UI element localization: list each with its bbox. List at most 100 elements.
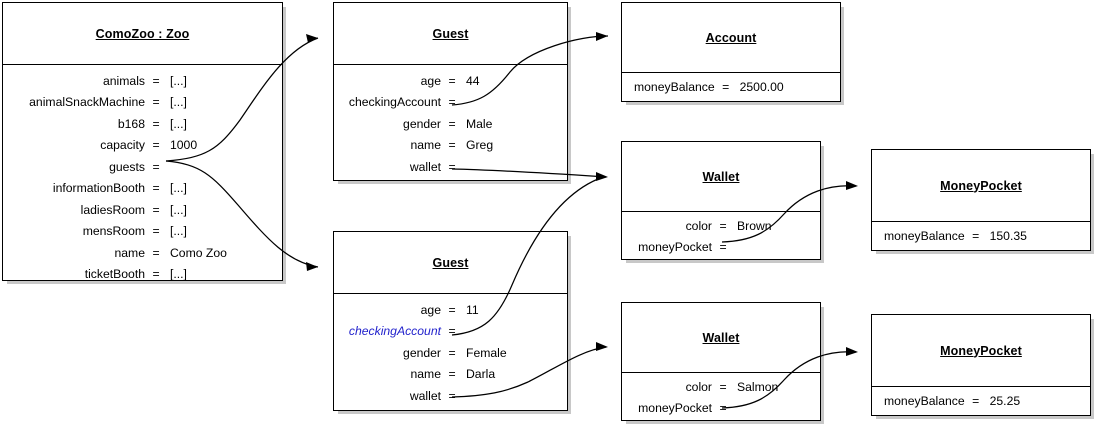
attribute-equals: = xyxy=(152,202,160,217)
attribute-row: gender = Female xyxy=(334,342,567,364)
attribute-name: moneyBalance xyxy=(884,394,965,408)
attribute-name: b168 xyxy=(117,116,145,131)
object-box-wallet2[interactable]: Wallet color = Salmon moneyPocket = xyxy=(621,302,821,421)
attribute-name: moneyBalance xyxy=(634,80,715,94)
attribute-name: wallet xyxy=(409,388,441,403)
attribute-row-checkingaccount: checkingAccount = xyxy=(334,92,567,114)
object-attributes-wallet1: color = Brown moneyPocket = xyxy=(622,212,820,263)
attribute-row: mensRoom = [...] xyxy=(3,221,282,243)
attribute-value: [...] xyxy=(170,224,187,239)
attribute-name: checkingAccount xyxy=(348,324,441,339)
attribute-equals: = xyxy=(152,73,160,88)
attribute-name: checkingAccount xyxy=(348,95,441,110)
attribute-row: color = Brown xyxy=(622,215,820,237)
attribute-equals: = xyxy=(448,388,456,403)
object-attributes-moneypocket1: moneyBalance = 150.35 xyxy=(872,222,1090,250)
attribute-equals: = xyxy=(448,367,456,382)
object-box-account[interactable]: Account moneyBalance = 2500.00 xyxy=(621,2,841,102)
object-attributes-guest2: age = 11 checkingAccount = gender = Fema… xyxy=(334,294,567,412)
attribute-equals: = xyxy=(152,116,160,131)
attribute-equals: = xyxy=(722,80,730,94)
attribute-name: name xyxy=(410,367,442,382)
object-title-moneypocket2: MoneyPocket xyxy=(940,343,1022,358)
attribute-row: name = Darla xyxy=(334,364,567,386)
attribute-name: name xyxy=(410,138,442,153)
attribute-value: [...] xyxy=(170,267,187,282)
attribute-row: animalSnackMachine = [...] xyxy=(3,92,282,114)
attribute-row: name = Como Zoo xyxy=(3,242,282,264)
attribute-name: animalSnackMachine xyxy=(29,95,145,110)
attribute-value: Como Zoo xyxy=(170,245,227,260)
attribute-row: ladiesRoom = [...] xyxy=(3,199,282,221)
attribute-equals: = xyxy=(719,218,727,233)
attribute-value: 150.35 xyxy=(989,229,1027,243)
attribute-equals: = xyxy=(972,394,980,408)
attribute-name: wallet xyxy=(409,159,441,174)
attribute-row: age = 44 xyxy=(334,70,567,92)
object-box-wallet1[interactable]: Wallet color = Brown moneyPocket = xyxy=(621,141,821,260)
attribute-name: moneyPocket xyxy=(638,401,712,416)
attribute-name: moneyPocket xyxy=(638,240,712,255)
attribute-value: 2500.00 xyxy=(739,80,784,94)
attribute-row-moneypocket: moneyPocket = xyxy=(622,398,820,420)
attribute-equals: = xyxy=(152,224,160,239)
attribute-row: moneyBalance = 25.25 xyxy=(872,390,1090,412)
attribute-equals: = xyxy=(719,401,727,416)
object-attributes-guest1: age = 44 checkingAccount = gender = Male… xyxy=(334,65,567,183)
attribute-row-wallet: wallet = xyxy=(334,156,567,178)
attribute-equals: = xyxy=(152,267,160,282)
object-title-zoo: ComoZoo : Zoo xyxy=(95,26,190,41)
attribute-name: moneyBalance xyxy=(884,229,965,243)
attribute-row: ticketBooth = [...] xyxy=(3,264,282,286)
attribute-value: Darla xyxy=(466,367,496,382)
object-box-moneypocket1[interactable]: MoneyPocket moneyBalance = 150.35 xyxy=(871,149,1091,251)
object-header-guest2: Guest xyxy=(334,232,567,294)
attribute-value: [...] xyxy=(170,202,187,217)
attribute-row-guests: guests = xyxy=(3,156,282,178)
attribute-value: 44 xyxy=(466,73,480,88)
attribute-equals: = xyxy=(448,345,456,360)
attribute-value: [...] xyxy=(170,181,187,196)
attribute-value: [...] xyxy=(170,73,187,88)
attribute-row: b168 = [...] xyxy=(3,113,282,135)
object-box-guest1[interactable]: Guest age = 44 checkingAccount = gender … xyxy=(333,2,568,181)
object-attributes-wallet2: color = Salmon moneyPocket = xyxy=(622,373,820,424)
object-title-wallet2: Wallet xyxy=(702,330,740,345)
object-header-account: Account xyxy=(622,3,840,73)
object-attributes-account: moneyBalance = 2500.00 xyxy=(622,73,840,101)
attribute-value: [...] xyxy=(170,116,187,131)
attribute-equals: = xyxy=(152,181,160,196)
attribute-value: Male xyxy=(466,116,493,131)
attribute-row: color = Salmon xyxy=(622,376,820,398)
object-title-moneypocket1: MoneyPocket xyxy=(940,178,1022,193)
object-box-guest2[interactable]: Guest age = 11 checkingAccount = gender … xyxy=(333,231,568,411)
object-title-account: Account xyxy=(705,30,757,45)
object-box-zoo[interactable]: ComoZoo : Zoo animals = [...] animalSnac… xyxy=(2,2,283,281)
attribute-value: Greg xyxy=(466,138,494,153)
attribute-name: age xyxy=(420,73,441,88)
object-attributes-zoo: animals = [...] animalSnackMachine = [..… xyxy=(3,65,282,290)
attribute-value: 11 xyxy=(466,302,479,317)
attribute-row: capacity = 1000 xyxy=(3,135,282,157)
attribute-name: capacity xyxy=(100,138,145,153)
attribute-equals: = xyxy=(448,73,456,88)
object-title-wallet1: Wallet xyxy=(702,169,740,184)
attribute-name: gender xyxy=(403,345,441,360)
object-header-zoo: ComoZoo : Zoo xyxy=(3,3,282,65)
attribute-equals: = xyxy=(448,159,456,174)
attribute-equals: = xyxy=(152,245,160,260)
attribute-name: ticketBooth xyxy=(84,267,145,282)
attribute-value: Salmon xyxy=(737,379,779,394)
attribute-equals: = xyxy=(719,240,727,255)
attribute-name: color xyxy=(685,379,712,394)
attribute-value: [...] xyxy=(170,95,187,110)
attribute-value: Female xyxy=(466,345,507,360)
object-box-moneypocket2[interactable]: MoneyPocket moneyBalance = 25.25 xyxy=(871,314,1091,416)
attribute-name: guests xyxy=(109,159,145,174)
object-header-guest1: Guest xyxy=(334,3,567,65)
attribute-equals: = xyxy=(448,116,456,131)
object-header-moneypocket2: MoneyPocket xyxy=(872,315,1090,387)
attribute-row: moneyBalance = 150.35 xyxy=(872,225,1090,247)
attribute-row-moneypocket: moneyPocket = xyxy=(622,237,820,259)
attribute-row-wallet: wallet = xyxy=(334,385,567,407)
